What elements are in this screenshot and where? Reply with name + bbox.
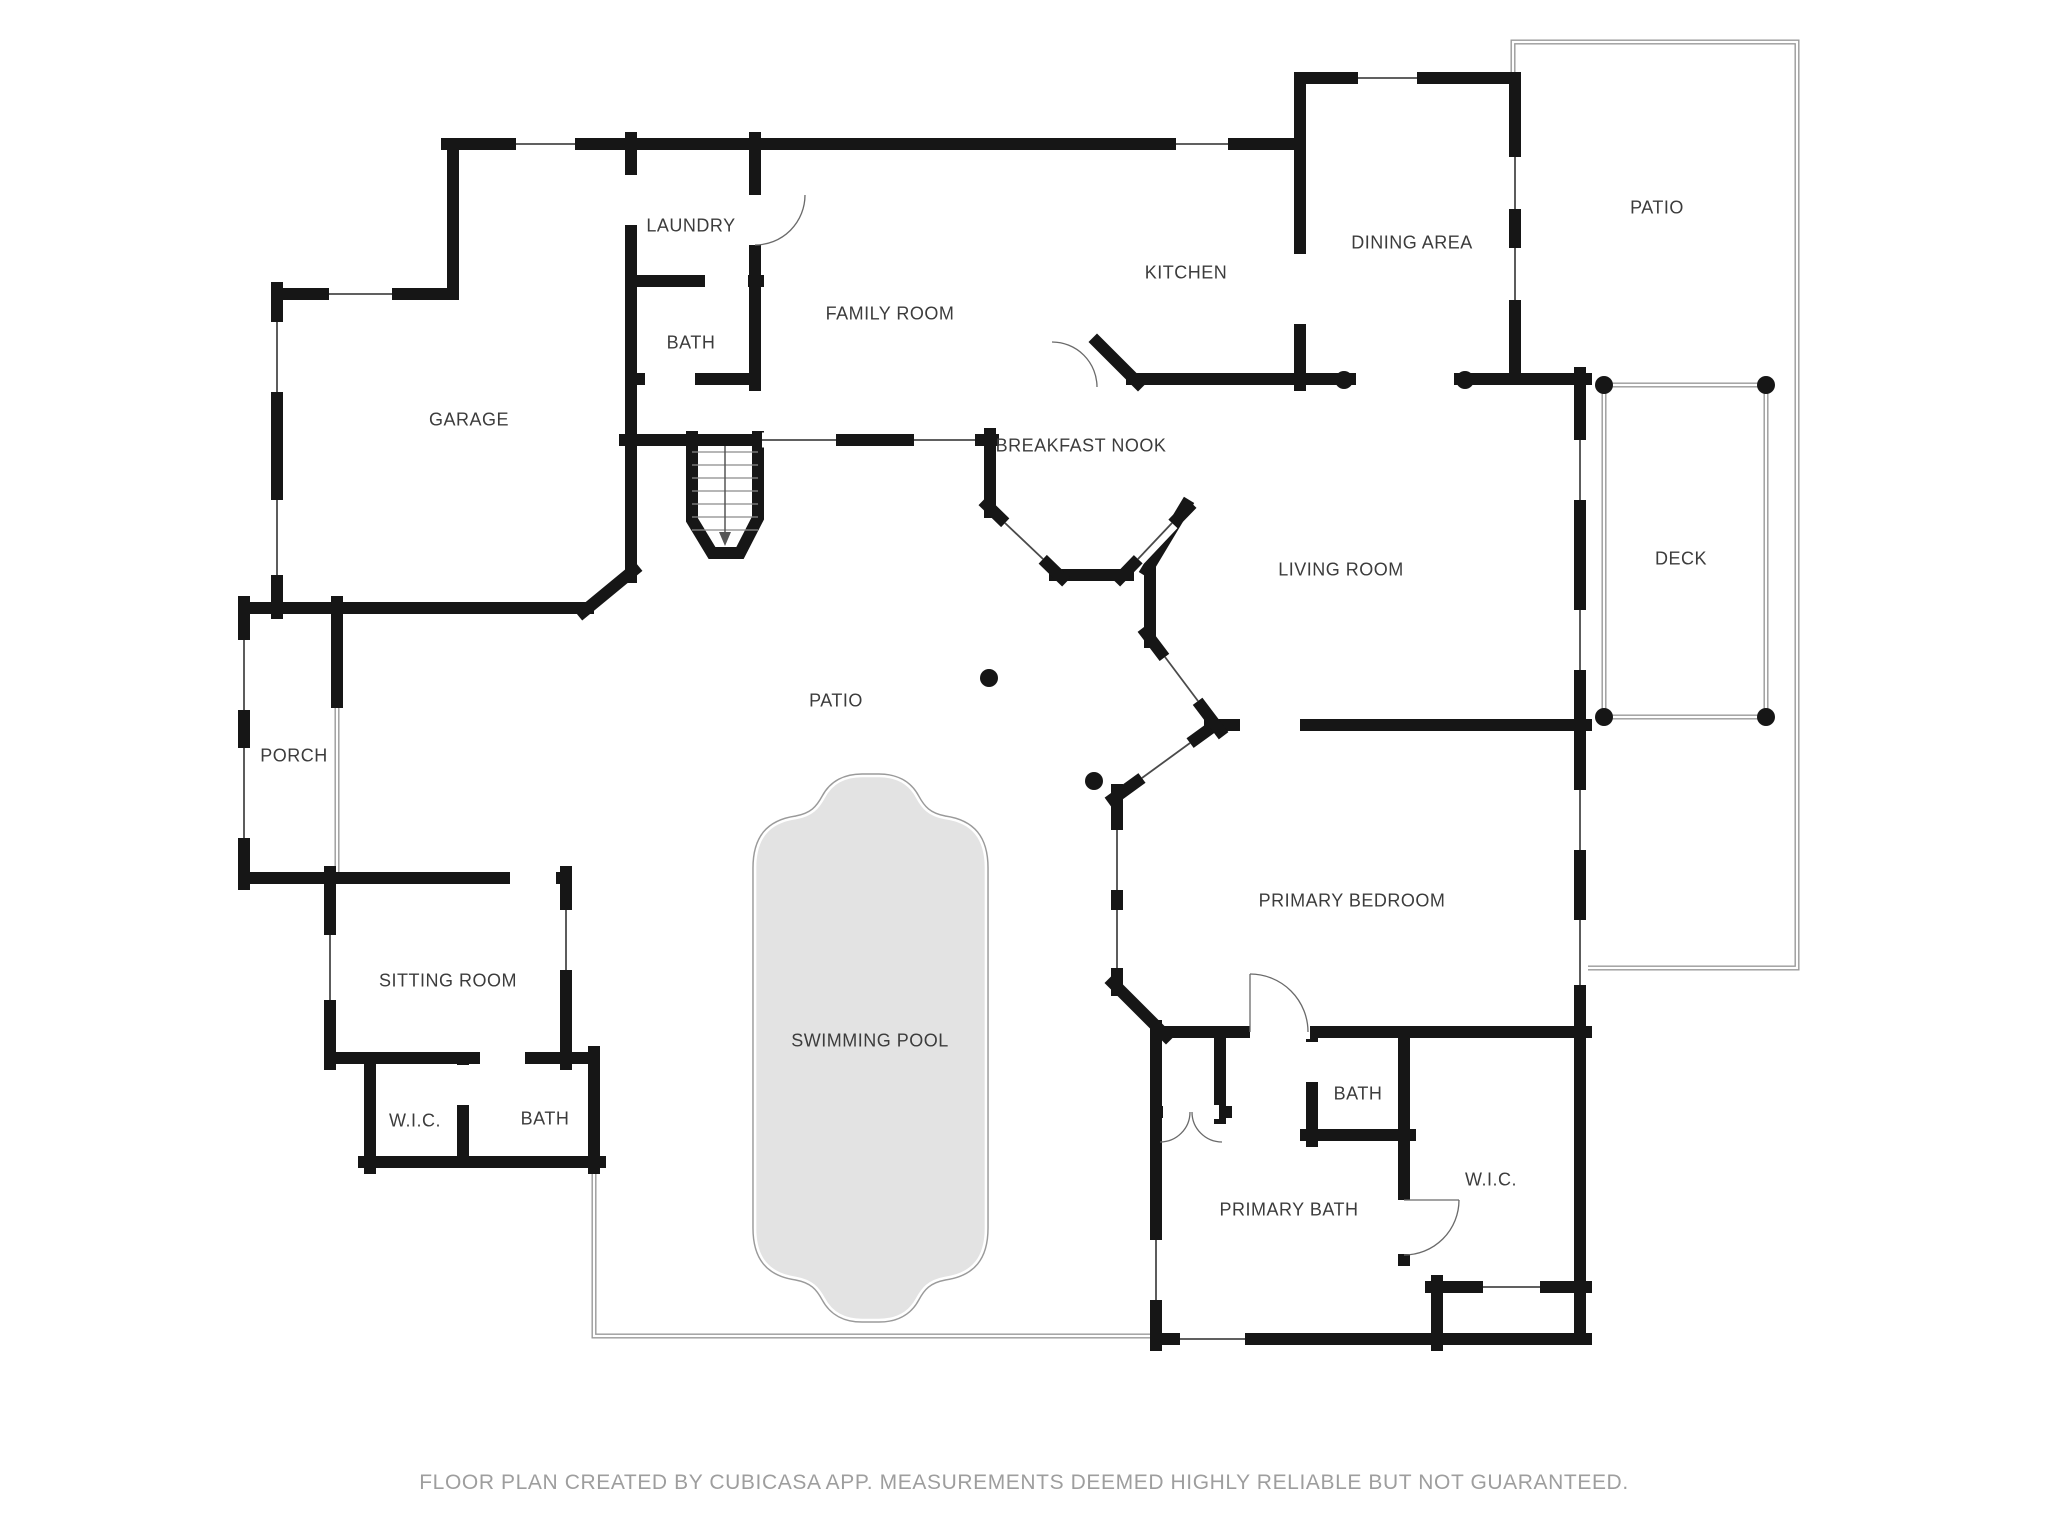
room-label-sitting-room: SITTING ROOM: [379, 970, 517, 991]
door-arcs: [754, 194, 1460, 1256]
room-label-family-room: FAMILY ROOM: [825, 303, 955, 324]
door-openings: [456, 175, 1411, 1254]
columns: [980, 371, 1775, 790]
room-label-wic-right: W.I.C.: [1465, 1169, 1517, 1190]
room-label-patio-main: PATIO: [809, 690, 863, 711]
windows: [236, 70, 1588, 1347]
room-label-bath-left: BATH: [520, 1108, 570, 1129]
room-label-bath-upper: BATH: [666, 332, 716, 353]
room-label-laundry: LAUNDRY: [646, 215, 736, 236]
room-label-porch: PORCH: [260, 745, 328, 766]
room-label-living-room: LIVING ROOM: [1278, 559, 1404, 580]
room-label-deck: DECK: [1654, 548, 1708, 569]
staircase: [692, 446, 758, 546]
swimming-pool-shape: [752, 773, 989, 1323]
room-label-kitchen: KITCHEN: [1144, 262, 1228, 283]
room-label-primary-bedroom: PRIMARY BEDROOM: [1258, 890, 1446, 911]
room-label-primary-bath: PRIMARY BATH: [1219, 1199, 1359, 1220]
room-label-garage: GARAGE: [428, 409, 510, 430]
room-label-swimming-pool: SWIMMING POOL: [791, 1030, 949, 1051]
room-label-breakfast-nook: BREAKFAST NOOK: [995, 435, 1167, 456]
room-label-wic-left: W.I.C.: [389, 1110, 441, 1131]
room-label-dining-area: DINING AREA: [1351, 232, 1473, 253]
room-label-bath-primary: BATH: [1333, 1083, 1383, 1104]
footer-disclaimer: FLOOR PLAN CREATED BY CUBICASA APP. MEAS…: [419, 1471, 1629, 1494]
room-label-patio-upper: PATIO: [1630, 197, 1684, 218]
